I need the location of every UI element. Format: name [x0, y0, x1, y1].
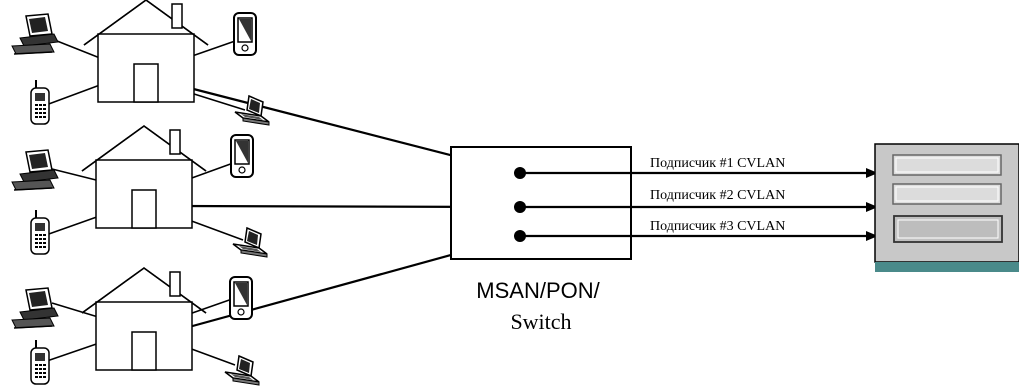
switch-label-line-1: MSAN/PON/ — [476, 278, 600, 303]
pda-icon — [229, 276, 253, 320]
desktop-computer-icon — [11, 149, 59, 191]
mobile-phone-icon — [30, 79, 50, 125]
switch-box — [450, 146, 632, 260]
desktop-computer-icon — [11, 287, 59, 329]
cvlan-label-1: Подписчик #1 CVLAN — [650, 156, 785, 171]
mobile-phone-icon — [30, 339, 50, 385]
house-3-icon — [81, 267, 207, 371]
cvlan-label-2: Подписчик #2 CVLAN — [650, 188, 785, 203]
server-slot-2 — [892, 183, 1002, 205]
house-1-icon — [83, 0, 209, 103]
server-panel-icon — [874, 143, 1019, 272]
cvlan-label-3: Подписчик #3 CVLAN — [650, 219, 785, 234]
cvlan-arrows — [520, 168, 878, 241]
pda-icon — [230, 134, 254, 178]
mobile-phone-icon — [30, 209, 50, 255]
laptop-icon — [224, 355, 260, 386]
switch-label-line-2: Switch — [510, 309, 571, 334]
desktop-computer-icon — [11, 13, 59, 55]
server-slot-1 — [892, 154, 1002, 176]
house-2-icon — [81, 125, 207, 229]
pda-icon — [233, 12, 257, 56]
laptop-icon — [232, 227, 268, 258]
